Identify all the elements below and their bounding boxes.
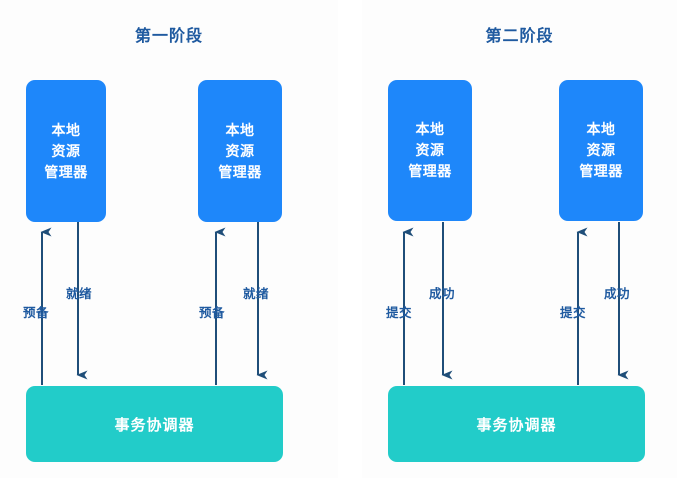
coordinator-2-label: 事务协调器 (476, 416, 557, 434)
rm-box-1-line-1: 本地 (51, 121, 81, 138)
phase-two-panel: 第二阶段 本地 资源 管理器 本地 资源 管理器 事务协调器 (362, 0, 677, 478)
resource-manager-box-3[interactable]: 本地 资源 管理器 (388, 80, 472, 221)
arrow-label-commit-2: 提交 (560, 306, 587, 320)
rm-box-1-line-3: 管理器 (44, 163, 88, 180)
coordinator-1-label: 事务协调器 (114, 416, 195, 434)
arrow-label-ready-1: 就绪 (66, 287, 93, 301)
arrow-label-ready-2: 就绪 (243, 287, 270, 301)
resource-manager-box-2[interactable]: 本地 资源 管理器 (198, 80, 282, 222)
rm-box-1-line-2: 资源 (51, 142, 81, 159)
arrow-label-success-1: 成功 (429, 287, 456, 301)
rm-box-3-line-3: 管理器 (408, 163, 452, 179)
arrow-label-success-2: 成功 (604, 287, 631, 301)
phase-one-title: 第一阶段 (134, 28, 203, 45)
rm-box-3-line-1: 本地 (415, 121, 445, 137)
resource-manager-box-4[interactable]: 本地 资源 管理器 (559, 80, 643, 221)
rm-box-4-line-1: 本地 (586, 121, 616, 137)
arrow-label-prepare-2: 预备 (199, 306, 226, 320)
rm-box-4-line-2: 资源 (586, 142, 616, 158)
phase-one-panel: 第一阶段 本地 资源 管理器 本地 资源 管理器 事务协调器 (0, 0, 338, 478)
rm-box-3-line-2: 资源 (415, 142, 445, 158)
arrow-label-commit-1: 提交 (386, 306, 413, 320)
transaction-coordinator-box-1[interactable]: 事务协调器 (26, 386, 283, 462)
rm-box-2-line-3: 管理器 (218, 163, 262, 180)
transaction-coordinator-box-2[interactable]: 事务协调器 (388, 386, 645, 462)
rm-box-2-line-1: 本地 (225, 121, 255, 138)
arrow-label-prepare-1: 预备 (23, 306, 50, 320)
rm-box-4-line-3: 管理器 (579, 163, 623, 179)
phase-two-title: 第二阶段 (485, 28, 554, 45)
resource-manager-box-1[interactable]: 本地 资源 管理器 (26, 80, 106, 222)
rm-box-2-line-2: 资源 (225, 142, 255, 159)
